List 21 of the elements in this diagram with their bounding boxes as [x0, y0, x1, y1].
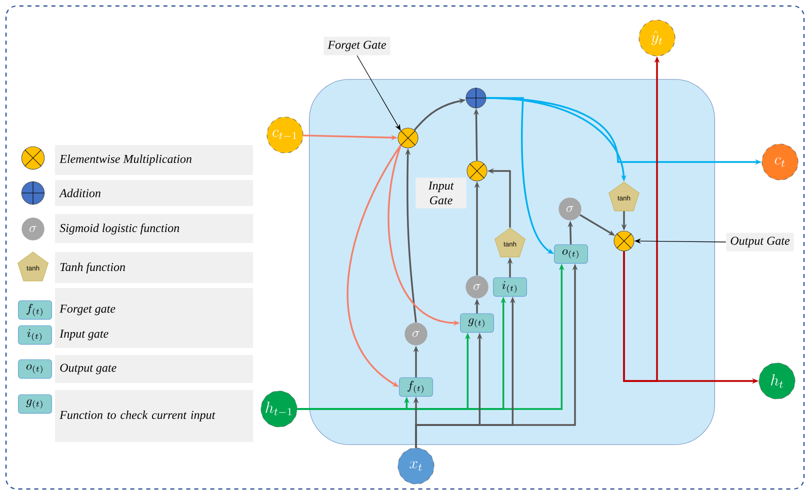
legend-text: Output gate [60, 364, 116, 374]
gate-box: $g_{(t)}$ [460, 313, 494, 333]
gate-box: $o_{(t)}$ [554, 244, 588, 264]
multiply-circle [614, 230, 634, 252]
legend-text: Function to check current input [60, 410, 216, 422]
callout-box: Output Gate [726, 232, 794, 252]
legend-text: Addition [58, 188, 100, 198]
add-circle [465, 87, 487, 109]
multiply-circle [466, 160, 488, 182]
cell-box [309, 79, 715, 445]
gate-box: $f_{(t)}$ [399, 377, 433, 397]
gate-box: $i_{(t)}$ [493, 277, 527, 297]
arrow [346, 144, 402, 387]
callout-box: Forget Gate [324, 36, 390, 56]
legend-text: Forget gate [60, 304, 116, 316]
multiply-circle [398, 128, 418, 148]
legend-text: Elementwise Multiplication [59, 154, 192, 166]
legend-text: Sigmoid logistic function [60, 224, 180, 234]
legend-text: Input gate [60, 330, 108, 340]
callout-box: Input Gate [416, 178, 466, 208]
legend-text: Tanh function [60, 262, 125, 274]
